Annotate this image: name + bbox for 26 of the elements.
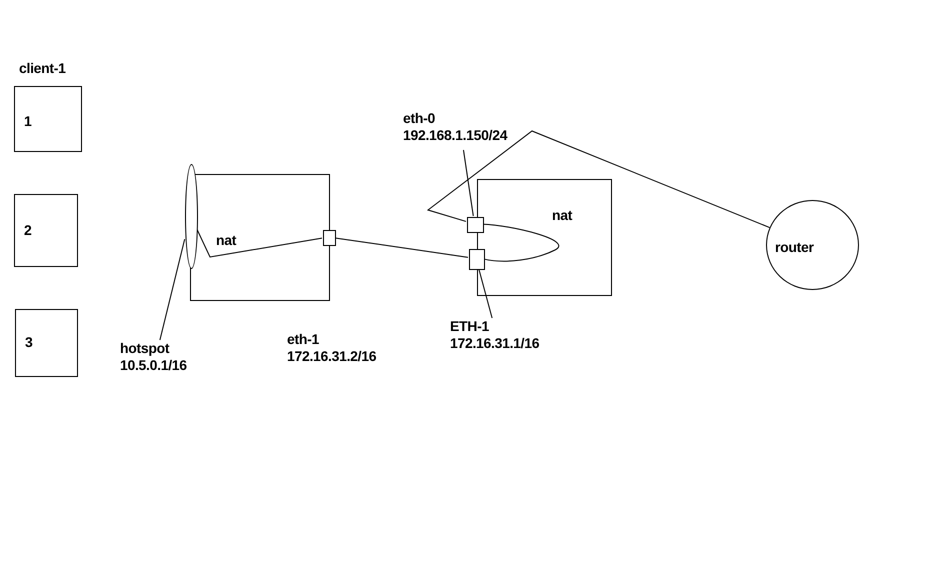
connection-line — [426, 130, 770, 228]
connection-line — [482, 224, 559, 262]
port-box — [323, 230, 336, 246]
client-number: 3 — [25, 334, 32, 350]
client-label: client-1 — [19, 60, 66, 76]
leader-line — [462, 150, 474, 216]
connection-line — [196, 228, 322, 258]
edge-label: nat — [552, 207, 572, 223]
interface-name: hotspot — [120, 340, 170, 357]
ip-address: 192.168.1.150/24 — [403, 127, 508, 144]
connection-line — [334, 237, 468, 258]
ip-address: 172.16.31.1/16 — [450, 335, 540, 352]
client-number: 2 — [24, 222, 32, 238]
port-box — [469, 249, 485, 270]
ip-address: 172.16.31.2/16 — [287, 348, 376, 364]
interface-name: eth-1 — [287, 331, 319, 347]
interface-name: ETH-1 — [450, 318, 489, 335]
router-label: router — [775, 239, 814, 255]
leader-line — [478, 268, 493, 318]
ip-address: 10.5.0.1/16 — [120, 357, 187, 374]
edge-label: nat — [216, 232, 236, 248]
interface-name: eth-0 — [403, 110, 435, 127]
leader-line — [159, 238, 186, 340]
router-circle — [766, 200, 859, 290]
port-box — [467, 217, 484, 233]
client-number: 1 — [24, 113, 32, 129]
